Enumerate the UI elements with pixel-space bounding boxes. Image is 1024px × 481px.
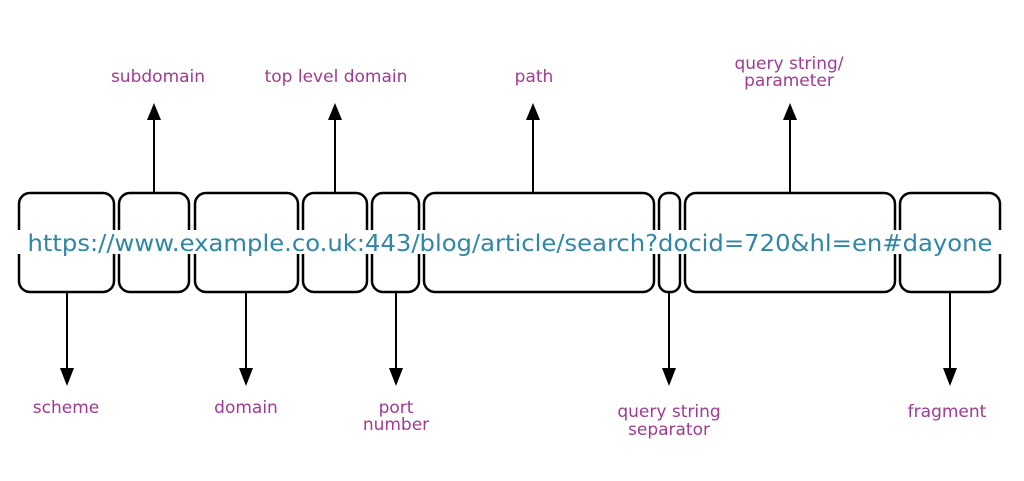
domain-label: domain [214,398,278,418]
domain-arrow-head [239,368,253,386]
separator-arrow-head [662,368,676,386]
url-text: https://www.example.co.uk:443/blog/artic… [28,231,993,257]
path-arrow-head [526,103,540,120]
query-arrow-head [783,103,797,120]
separator-label-line1: query string [617,402,720,422]
fragment-arrow-head [943,368,957,386]
fragment-label: fragment [908,402,987,422]
port-arrow-head [389,368,403,386]
tld-arrow-head [328,103,342,120]
port-label-line2: number [363,415,429,435]
port-label-line1: port [379,398,414,418]
subdomain-label: subdomain [111,67,205,87]
scheme-arrow-head [60,368,74,386]
url-backdrop [10,230,1005,254]
separator-label-line2: separator [628,420,710,440]
tld-label: top level domain [265,67,408,87]
subdomain-arrow-head [147,103,161,120]
path-label: path [515,67,554,87]
scheme-label: scheme [33,398,99,418]
query-label-line1: query string/ [734,54,843,74]
query-label-line2: parameter [744,71,834,91]
